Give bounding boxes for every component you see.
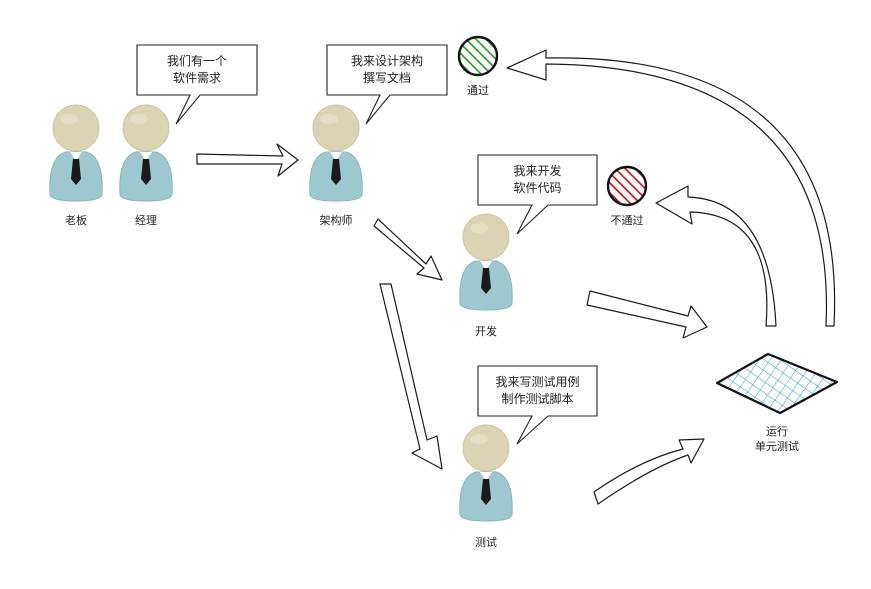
arrow-unittest-to-pass <box>506 49 836 327</box>
arrow-unittest-to-fail <box>655 185 777 327</box>
bubble-developer <box>477 154 598 235</box>
label-pass: 通过 <box>467 84 489 97</box>
label-architect: 架构师 <box>319 214 353 227</box>
bubble-line: 软件代码 <box>513 181 562 195</box>
bubble-line: 撰写文档 <box>362 71 411 85</box>
bubble-line: 我来写测试用例 <box>495 375 580 389</box>
label-tester: 测试 <box>475 536 497 549</box>
label-manager: 经理 <box>135 214 157 227</box>
fail-status-icon <box>606 165 648 207</box>
person-tester <box>459 424 513 522</box>
arrow-developer-to-unittest <box>586 290 708 339</box>
bubble-line: 软件需求 <box>172 71 221 85</box>
bubble-manager <box>136 44 258 125</box>
label-developer: 开发 <box>475 325 497 338</box>
label-unit-test: 运行 单元测试 <box>742 424 812 454</box>
person-architect <box>309 104 363 202</box>
bubble-line: 我来设计架构 <box>350 54 423 68</box>
arrow-manager-to-architect <box>196 143 299 177</box>
label-fail: 不通过 <box>610 214 644 227</box>
bubble-architect <box>326 44 448 125</box>
pass-status-icon <box>457 35 499 77</box>
unit-test-diamond-icon <box>715 352 839 415</box>
person-manager <box>119 104 173 202</box>
bubble-line: 我来开发 <box>513 164 562 178</box>
arrow-architect-to-tester <box>379 283 443 470</box>
label-boss: 老板 <box>65 214 87 227</box>
bubble-line: 制作测试脚本 <box>501 392 574 406</box>
arrow-architect-to-developer <box>373 218 443 281</box>
person-boss <box>49 104 103 202</box>
arrow-tester-to-unittest <box>593 438 705 505</box>
bubble-tester <box>477 365 598 445</box>
bubble-text-architect: 我来设计架构 撰写文档 <box>327 53 447 87</box>
bubble-text-tester: 我来写测试用例 制作测试脚本 <box>478 374 597 408</box>
person-developer <box>459 213 513 311</box>
unit-test-line: 单元测试 <box>755 440 799 453</box>
bubble-text-manager: 我们有一个 软件需求 <box>137 53 257 87</box>
bubble-text-developer: 我来开发 软件代码 <box>478 163 597 197</box>
bubble-line: 我们有一个 <box>166 54 227 68</box>
unit-test-line: 运行 <box>766 425 788 438</box>
